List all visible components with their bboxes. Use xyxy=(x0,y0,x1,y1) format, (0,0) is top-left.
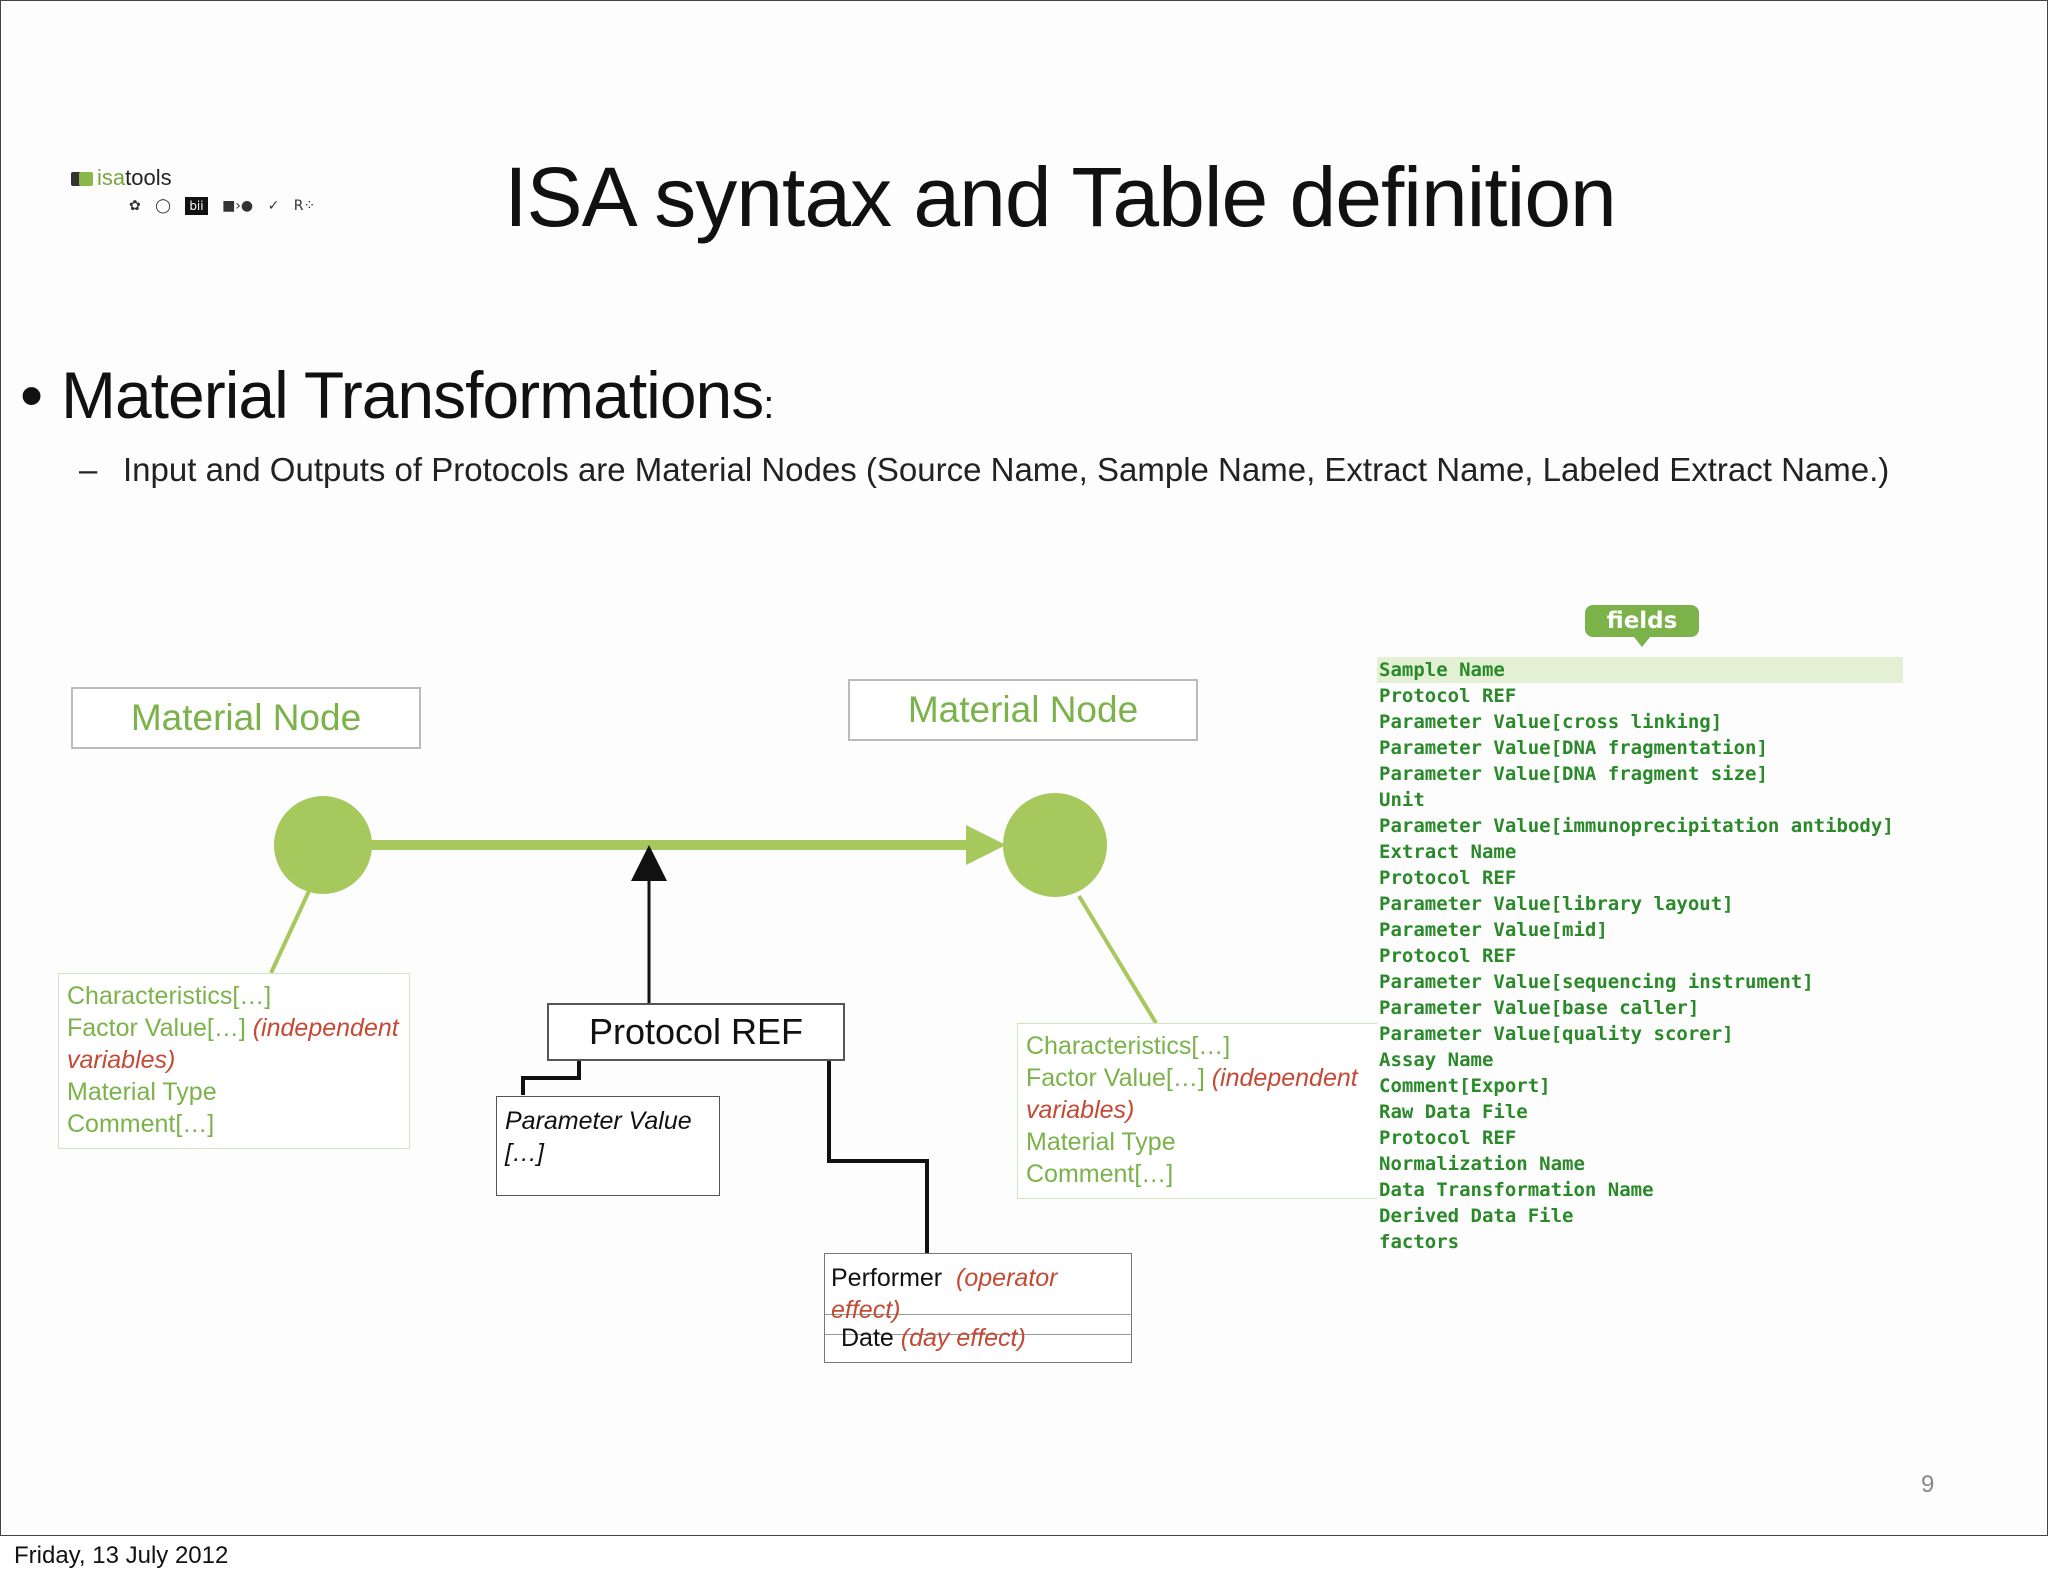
ring-icon: ◯ xyxy=(155,198,171,214)
field-item: Parameter Value[immunoprecipitation anti… xyxy=(1379,815,1894,837)
date-row: Date (day effect) xyxy=(841,1322,1026,1354)
left-material-node-label: Material Node xyxy=(71,687,421,749)
date-label: Date xyxy=(841,1324,894,1352)
left-attributes-box: Characteristics[…] Factor Value[…] (inde… xyxy=(58,973,410,1149)
bullet-heading: •Material Transformations: xyxy=(1,357,774,433)
parameter-value-bracket: […] xyxy=(505,1139,544,1167)
field-item: Parameter Value[DNA fragmentation] xyxy=(1379,737,1768,759)
field-item: Derived Data File xyxy=(1379,1205,1574,1227)
partner-logos: ✿ ◯ bii ■›● ✓ R⁘ xyxy=(129,197,325,215)
right-material-type: Material Type xyxy=(1026,1128,1176,1156)
page-number: 9 xyxy=(1921,1471,1935,1498)
footer-date: Friday, 13 July 2012 xyxy=(14,1542,229,1569)
field-item: Parameter Value[mid] xyxy=(1379,919,1608,941)
date-note: (day effect) xyxy=(900,1324,1026,1352)
fields-badge-pointer xyxy=(1634,637,1650,647)
performer-date-box: Performer (operator effect) Date (day ef… xyxy=(824,1253,1132,1363)
performer-divider-1 xyxy=(825,1314,1131,1315)
right-factor-note-1: (independent xyxy=(1211,1064,1358,1092)
field-item: Protocol REF xyxy=(1379,867,1517,889)
field-item: Extract Name xyxy=(1379,841,1517,863)
left-factor-value: Factor Value[…] xyxy=(67,1014,246,1042)
field-item: Comment[Export] xyxy=(1379,1075,1551,1097)
bullet-colon: : xyxy=(763,383,774,427)
sub-dash: – xyxy=(79,451,98,488)
right-node-connector xyxy=(1077,894,1158,1025)
right-comment: Comment[…] xyxy=(1026,1160,1174,1188)
field-item: Protocol REF xyxy=(1379,1127,1517,1149)
left-material-type: Material Type xyxy=(67,1078,217,1106)
field-item: Normalization Name xyxy=(1379,1153,1585,1175)
field-item: Parameter Value[cross linking] xyxy=(1379,711,1723,733)
isatools-logo: isatools xyxy=(71,165,172,191)
parameter-value-box: Parameter Value […] xyxy=(496,1096,720,1196)
field-item: Protocol REF xyxy=(1379,685,1517,707)
left-factor-line: Factor Value[…] (independent xyxy=(67,1012,401,1044)
bii-logo: bii xyxy=(185,197,208,215)
field-item: Protocol REF xyxy=(1379,945,1517,967)
gear-icon: ✿ xyxy=(129,198,141,214)
left-material-node-circle xyxy=(274,796,372,894)
logo-name-suffix: tools xyxy=(125,165,172,190)
left-factor-note-1: (independent xyxy=(252,1014,399,1042)
left-node-connector xyxy=(269,890,311,974)
protocol-ref-box: Protocol REF xyxy=(547,1003,845,1061)
performer-note: (operator effect) xyxy=(831,1264,1058,1324)
performer-row: Performer (operator effect) xyxy=(831,1262,1071,1326)
field-item: Parameter Value[library layout] xyxy=(1379,893,1734,915)
field-item: Sample Name xyxy=(1377,657,1903,683)
performer-label: Performer xyxy=(831,1264,943,1292)
sub-text: Input and Outputs of Protocols are Mater… xyxy=(123,451,1890,488)
bullet-dot: • xyxy=(19,358,43,432)
performer-divider-2 xyxy=(825,1334,1131,1335)
left-comment: Comment[…] xyxy=(67,1110,215,1138)
logo-square-green xyxy=(79,172,93,186)
field-item: Assay Name xyxy=(1379,1049,1494,1071)
field-item: Raw Data File xyxy=(1379,1101,1528,1123)
field-item: Parameter Value[quality scorer] xyxy=(1379,1023,1734,1045)
parameter-value-label: Parameter Value xyxy=(505,1107,692,1135)
field-item: Parameter Value[sequencing instrument] xyxy=(1379,971,1814,993)
left-factor-note-2: variables) xyxy=(67,1046,176,1074)
field-item: Unit xyxy=(1379,789,1425,811)
field-item: Parameter Value[base caller] xyxy=(1379,997,1700,1019)
right-factor-value: Factor Value[…] xyxy=(1026,1064,1205,1092)
right-factor-note-2: variables) xyxy=(1026,1096,1135,1124)
right-factor-line: Factor Value[…] (independent xyxy=(1026,1062,1369,1094)
transformation-arrowhead xyxy=(966,825,1006,865)
slide: isatools ✿ ◯ bii ■›● ✓ R⁘ ISA syntax and… xyxy=(0,0,2048,1536)
parameter-connector xyxy=(521,1059,581,1095)
r-logo-icon: R⁘ xyxy=(293,198,316,214)
field-item: factors xyxy=(1379,1231,1460,1253)
logo-name-prefix: isa xyxy=(97,165,126,190)
arrow-logo-icon: ■›● xyxy=(222,198,254,214)
fields-badge: fields xyxy=(1585,605,1699,637)
bullet-subpoint: –Input and Outputs of Protocols are Mate… xyxy=(79,451,1889,489)
field-item: Parameter Value[DNA fragment size] xyxy=(1379,763,1768,785)
right-attributes-box: Characteristics[…] Factor Value[…] (inde… xyxy=(1017,1023,1377,1199)
bullet-heading-text: Material Transformations xyxy=(61,358,764,432)
checkmark-icon: ✓ xyxy=(267,198,280,214)
page-title: ISA syntax and Table definition xyxy=(504,150,1617,244)
right-material-node-circle xyxy=(1003,793,1107,897)
performer-connector xyxy=(827,1059,929,1258)
diagram-canvas xyxy=(269,793,1158,1258)
right-material-node-label: Material Node xyxy=(848,679,1198,741)
right-characteristics: Characteristics[…] xyxy=(1026,1032,1231,1060)
left-characteristics: Characteristics[…] xyxy=(67,982,272,1010)
field-item: Data Transformation Name xyxy=(1379,1179,1654,1201)
